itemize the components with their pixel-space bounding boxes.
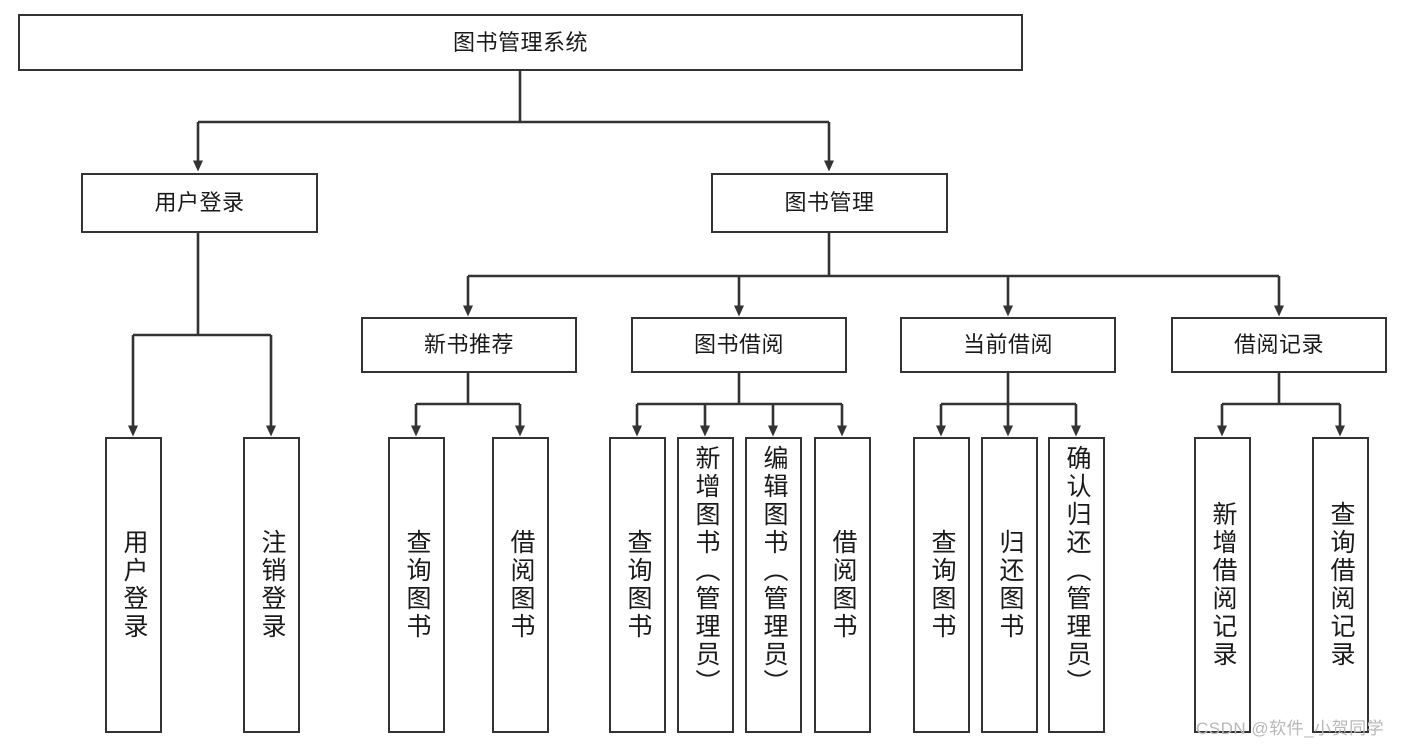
node-label: 归还图书 — [996, 529, 1024, 641]
node-label: 借阅图书 — [507, 529, 535, 641]
leaf-borrow-record-add-record[interactable]: 新增借阅记录 — [1194, 437, 1251, 733]
leaf-new-book-borrow-book[interactable]: 借阅图书 — [492, 437, 549, 733]
node-current-borrow[interactable]: 当前借阅 — [900, 317, 1116, 373]
node-label: 确认归还（管理员） — [1063, 445, 1091, 697]
node-label: 查询图书 — [403, 529, 431, 641]
leaf-borrow-record-query-record[interactable]: 查询借阅记录 — [1312, 437, 1369, 733]
node-new-book-recommend[interactable]: 新书推荐 — [361, 317, 577, 373]
node-label: 注销登录 — [258, 529, 286, 641]
node-label: 用户登录 — [120, 529, 148, 641]
node-label: 当前借阅 — [962, 332, 1053, 358]
leaf-book-borrow-add-book-admin[interactable]: 新增图书（管理员） — [677, 437, 734, 733]
leaf-user-login-logout[interactable]: 注销登录 — [243, 437, 300, 733]
node-label: 查询借阅记录 — [1327, 501, 1355, 669]
leaf-book-borrow-edit-book-admin[interactable]: 编辑图书（管理员） — [745, 437, 802, 733]
leaf-new-book-query-book[interactable]: 查询图书 — [388, 437, 445, 733]
leaf-book-borrow-query-book[interactable]: 查询图书 — [609, 437, 666, 733]
node-root-book-management-system[interactable]: 图书管理系统 — [18, 14, 1023, 71]
node-label: 新书推荐 — [423, 332, 514, 358]
leaf-current-borrow-return-book[interactable]: 归还图书 — [981, 437, 1038, 733]
node-label: 用户登录 — [154, 190, 245, 216]
node-label: 查询图书 — [624, 529, 652, 641]
node-borrow-record[interactable]: 借阅记录 — [1171, 317, 1387, 373]
node-book-borrow[interactable]: 图书借阅 — [631, 317, 847, 373]
node-label: 借阅记录 — [1233, 332, 1324, 358]
node-label: 新增图书（管理员） — [692, 445, 720, 697]
leaf-current-borrow-query-book[interactable]: 查询图书 — [913, 437, 970, 733]
node-book-management[interactable]: 图书管理 — [711, 173, 948, 233]
node-label: 查询图书 — [928, 529, 956, 641]
node-user-login[interactable]: 用户登录 — [81, 173, 318, 233]
node-label: 图书管理 — [784, 190, 875, 216]
node-label: 编辑图书（管理员） — [760, 445, 788, 697]
leaf-current-borrow-confirm-return-admin[interactable]: 确认归还（管理员） — [1048, 437, 1105, 733]
leaf-book-borrow-borrow-book[interactable]: 借阅图书 — [814, 437, 871, 733]
node-label: 图书管理系统 — [452, 29, 588, 55]
node-label: 借阅图书 — [829, 529, 857, 641]
leaf-user-login-login[interactable]: 用户登录 — [105, 437, 162, 733]
node-label: 新增借阅记录 — [1209, 501, 1237, 669]
node-label: 图书借阅 — [693, 332, 784, 358]
